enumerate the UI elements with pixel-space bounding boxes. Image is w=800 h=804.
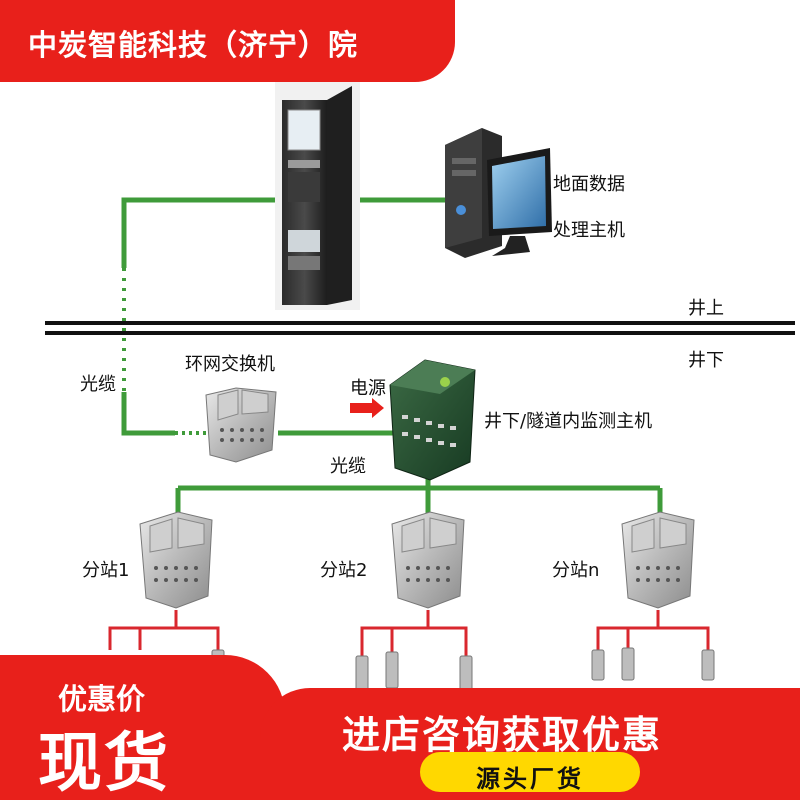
promo-discount-label: 优惠价 <box>58 682 146 716</box>
ring-switch-device <box>205 387 277 463</box>
ground-host-computer <box>445 128 552 258</box>
substation-1-device <box>139 511 213 609</box>
power-label: 电源 <box>350 378 386 399</box>
server-cabinet <box>275 82 360 310</box>
ground-line <box>45 321 795 335</box>
source-factory-badge: 源头厂货 <box>420 752 640 793</box>
promo-in-stock-label: 现货 <box>38 727 170 801</box>
fiber-cable-left-label: 光缆 <box>80 374 116 395</box>
cable-server-to-left <box>121 197 275 268</box>
substation-n-label: 分站n <box>552 560 600 581</box>
power-arrow-icon <box>350 398 384 418</box>
host-label-line2: 处理主机 <box>553 220 625 241</box>
monitor-host-label: 井下/隧道内监测主机 <box>484 411 653 432</box>
substation-n-device <box>621 511 695 609</box>
cable-left-to-switch <box>121 392 175 436</box>
sensor-wiring <box>108 610 710 660</box>
substation-1-label: 分站1 <box>82 560 130 581</box>
sensor-probes <box>211 647 715 691</box>
title-banner: 中炭智能科技（济宁）院 <box>0 0 455 82</box>
below-ground-label: 井下 <box>688 350 724 371</box>
banner-title: 中炭智能科技（济宁）院 <box>28 28 359 62</box>
substation-2-device <box>391 511 465 609</box>
fiber-cable-mid-label: 光缆 <box>330 456 366 477</box>
monitor-host-device <box>389 359 476 481</box>
badge-label: 源头厂货 <box>476 765 584 793</box>
host-label-line1: 地面数据 <box>553 174 625 195</box>
promo-left-panel <box>0 655 285 800</box>
substation-2-label: 分站2 <box>320 560 368 581</box>
promo-cta-text[interactable]: 进店咨询获取优惠 <box>342 713 663 757</box>
above-ground-label: 井上 <box>688 298 724 319</box>
ring-switch-label: 环网交换机 <box>185 354 275 375</box>
